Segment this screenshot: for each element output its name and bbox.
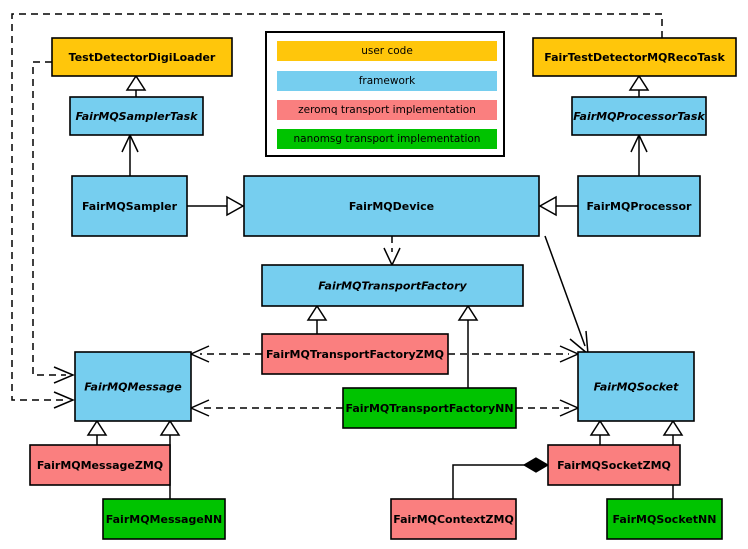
class-node-FairMQTransportFactory[interactable]: FairMQTransportFactory — [261, 264, 524, 307]
edge-socketzmq-to-socket — [589, 419, 611, 445]
class-node-FairMQSocket[interactable]: FairMQSocket — [577, 351, 695, 422]
class-node-box[interactable] — [29, 444, 171, 486]
class-node-box[interactable] — [261, 333, 449, 375]
class-node-box[interactable] — [342, 387, 517, 429]
edge-recotask-to-message — [11, 13, 663, 409]
class-node-box[interactable] — [74, 351, 192, 422]
legend-item-user-code: user code — [277, 41, 497, 61]
class-node-FairMQContextZMQ[interactable]: FairMQContextZMQ — [390, 498, 517, 540]
class-node-FairMQDevice[interactable]: FairMQDevice — [243, 175, 540, 237]
edge-tfnn-to-transportfactory — [457, 304, 479, 388]
class-node-FairMQSamplerTask[interactable]: FairMQSamplerTask — [69, 96, 204, 136]
legend-item-zeromq: zeromq transport implementation — [277, 100, 497, 120]
legend-label-user-code: user code — [361, 45, 413, 57]
class-node-FairMQMessageZMQ[interactable]: FairMQMessageZMQ — [29, 444, 171, 486]
edge-samplertask-to-digiloader — [125, 74, 147, 97]
class-node-box[interactable] — [547, 444, 681, 486]
class-node-FairTestDetectorMQRecoTask[interactable]: FairTestDetectorMQRecoTask — [532, 37, 737, 77]
class-node-TestDetectorDigiLoader[interactable]: TestDetectorDigiLoader — [51, 37, 233, 77]
legend-item-framework: framework — [277, 71, 497, 91]
class-node-FairMQSocketZMQ[interactable]: FairMQSocketZMQ — [547, 444, 681, 486]
legend-label-zeromq: zeromq transport implementation — [298, 104, 476, 116]
class-node-box[interactable] — [390, 498, 517, 540]
edge-processor-to-device — [538, 195, 578, 217]
legend-label-framework: framework — [358, 75, 416, 87]
edge-contextzmq-to-socketzmq — [452, 457, 550, 499]
class-node-FairMQTransportFactoryZMQ[interactable]: FairMQTransportFactoryZMQ — [261, 333, 449, 375]
class-node-FairMQMessageNN[interactable]: FairMQMessageNN — [102, 498, 226, 540]
class-node-box[interactable] — [606, 498, 723, 540]
class-node-box[interactable] — [577, 175, 701, 237]
edge-processortask-to-recotask — [628, 74, 650, 97]
class-node-FairMQSocketNN[interactable]: FairMQSocketNN — [606, 498, 723, 540]
class-node-box[interactable] — [532, 37, 737, 77]
class-node-box[interactable] — [261, 264, 524, 307]
class-node-FairMQMessage[interactable]: FairMQMessage — [74, 351, 192, 422]
class-node-box[interactable] — [577, 351, 695, 422]
legend-panel: user code framework zeromq transport imp… — [265, 31, 505, 157]
edge-messagezmq-to-message — [86, 419, 108, 445]
class-node-box[interactable] — [51, 37, 233, 77]
edge-digiloader-to-message — [32, 61, 75, 384]
class-node-box[interactable] — [243, 175, 540, 237]
class-node-FairMQTransportFactoryNN[interactable]: FairMQTransportFactoryNN — [342, 387, 517, 429]
edge-tfzmq-to-transportfactory — [306, 304, 328, 334]
class-node-FairMQProcessor[interactable]: FairMQProcessor — [577, 175, 701, 237]
class-node-box[interactable] — [69, 96, 204, 136]
legend-label-nanomsg: nanomsg transport implementation — [293, 133, 481, 145]
class-node-box[interactable] — [102, 498, 226, 540]
class-node-box[interactable] — [71, 175, 188, 237]
legend-item-nanomsg: nanomsg transport implementation — [277, 129, 497, 149]
class-node-FairMQProcessorTask[interactable]: FairMQProcessorTask — [571, 96, 707, 136]
class-node-FairMQSampler[interactable]: FairMQSampler — [71, 175, 188, 237]
class-node-box[interactable] — [571, 96, 707, 136]
edge-sampler-to-device — [187, 195, 245, 217]
